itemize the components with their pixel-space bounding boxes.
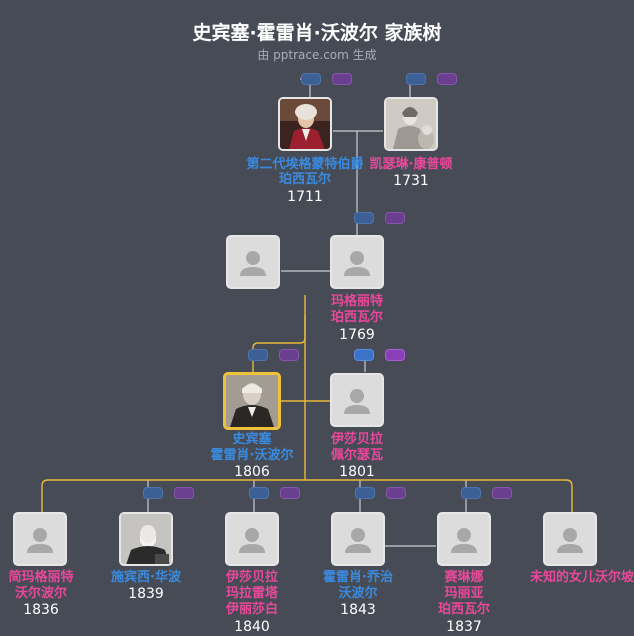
page-title: 史宾塞·霍雷肖·沃波尔 家族树 (192, 22, 442, 44)
person-year: 1839 (128, 586, 164, 602)
person-name: 沃尔波尔 (14, 586, 67, 601)
person-name: 霍雷肖·乔治 (323, 570, 393, 585)
person-name: 凯瑟琳·康普顿 (369, 157, 453, 172)
person-name: 玛丽亚 (444, 586, 484, 601)
person-silhouette-icon (344, 251, 370, 276)
person-silhouette-icon (240, 251, 266, 276)
mother-toggle-c2[interactable] (174, 487, 194, 499)
portrait-spencer-image (226, 375, 278, 427)
person-name: 施宾西·华波 (111, 570, 181, 585)
person-silhouette-icon (557, 528, 583, 553)
father-toggle-p4[interactable] (354, 212, 374, 224)
person-year: 1711 (287, 189, 323, 205)
photo-placeholder-c1[interactable] (13, 512, 67, 566)
mother-toggle-p4[interactable] (385, 212, 405, 224)
person-name: 简玛格丽特 (8, 570, 74, 585)
photo-placeholder-c6[interactable] (543, 512, 597, 566)
portrait-egmont-image (280, 99, 330, 149)
person-year: 1843 (340, 602, 376, 618)
mother-toggle-c3[interactable] (280, 487, 300, 499)
person-year: 1836 (23, 602, 59, 618)
person-silhouette-icon (27, 528, 53, 553)
mother-toggle-p6[interactable] (385, 349, 405, 361)
person-name: 第二代埃格蒙特伯爵 (246, 157, 364, 172)
portrait-spencer-focus[interactable] (223, 372, 281, 430)
person-silhouette-icon (344, 389, 370, 414)
father-toggle-p1[interactable] (301, 73, 321, 85)
person-name: 珀西瓦尔 (330, 310, 383, 325)
portrait-egmont[interactable] (278, 97, 332, 151)
portrait-catherine[interactable] (384, 97, 438, 151)
father-toggle-c4[interactable] (355, 487, 375, 499)
person-name: 未知的女儿沃尔坡 (529, 570, 634, 585)
photo-placeholder-c3[interactable] (225, 512, 279, 566)
person-year: 1731 (393, 173, 429, 189)
person-silhouette-icon (451, 528, 477, 553)
person-name: 伊莎贝拉 (330, 432, 383, 447)
father-toggle-c3[interactable] (249, 487, 269, 499)
page-subtitle: 由 pptrace.com 生成 (257, 48, 377, 62)
father-toggle-p6[interactable] (354, 349, 374, 361)
mother-toggle-p2[interactable] (437, 73, 457, 85)
person-name: 珀西瓦尔 (437, 602, 490, 617)
person-name: 伊丽莎白 (225, 602, 278, 617)
person-name: 伊莎贝拉 (225, 570, 278, 585)
portrait-catherine-image (386, 99, 436, 149)
person-year: 1801 (339, 464, 375, 480)
person-name: 沃波尔 (338, 586, 378, 601)
photo-placeholder-p3[interactable] (226, 235, 280, 289)
person-year: 1806 (234, 464, 270, 480)
photo-placeholder-c4[interactable] (331, 512, 385, 566)
photo-placeholder-p4[interactable] (330, 235, 384, 289)
mother-toggle-c5[interactable] (492, 487, 512, 499)
photo-placeholder-c5[interactable] (437, 512, 491, 566)
person-silhouette-icon (239, 528, 265, 553)
father-toggle-c2[interactable] (143, 487, 163, 499)
person-name: 佩尔瑟瓦 (330, 448, 383, 463)
portrait-spencer-jr-image (121, 514, 171, 564)
person-silhouette-icon (345, 528, 371, 553)
person-name: 史宾塞 (232, 432, 272, 447)
father-toggle-p2[interactable] (406, 73, 426, 85)
father-toggle-p5[interactable] (248, 349, 268, 361)
person-name: 珀西瓦尔 (278, 172, 331, 187)
mother-toggle-p1[interactable] (332, 73, 352, 85)
person-name: 霍雷肖·沃波尔 (210, 448, 294, 463)
mother-toggle-p5[interactable] (279, 349, 299, 361)
photo-placeholder-p6[interactable] (330, 373, 384, 427)
person-year: 1769 (339, 327, 375, 343)
person-name: 赛琳娜 (444, 570, 484, 585)
mother-toggle-c4[interactable] (386, 487, 406, 499)
person-year: 1837 (446, 619, 482, 635)
father-toggle-c5[interactable] (461, 487, 481, 499)
person-name: 玛格丽特 (330, 294, 383, 309)
person-name: 玛拉雷塔 (225, 586, 278, 601)
portrait-spencer-jr[interactable] (119, 512, 173, 566)
person-year: 1840 (234, 619, 270, 635)
